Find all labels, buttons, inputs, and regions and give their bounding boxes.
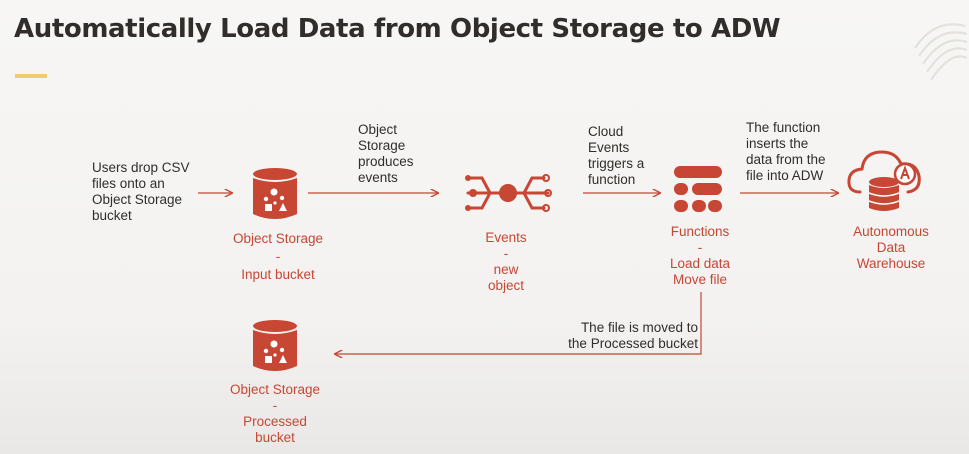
decorative-pattern-icon — [914, 23, 968, 81]
object-storage-icon — [253, 320, 297, 371]
node-input-bucket-label: Object Storage- Input bucket — [232, 231, 324, 282]
autonomous-database-icon — [847, 150, 921, 211]
functions-icon — [674, 166, 722, 212]
title-underline — [15, 74, 47, 78]
object-storage-icon — [253, 168, 297, 219]
events-icon — [465, 174, 552, 212]
slide-title: Automatically Load Data from Object Stor… — [14, 14, 781, 44]
arrow-functions-to-processed — [335, 292, 702, 354]
